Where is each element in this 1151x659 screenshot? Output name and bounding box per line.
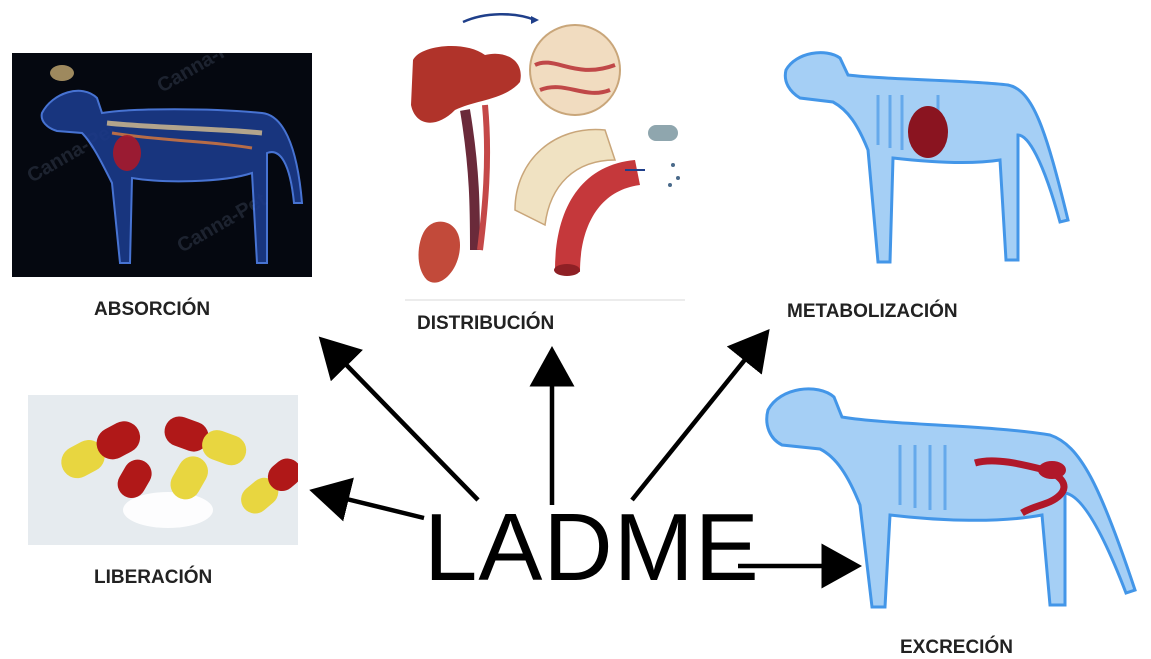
arrow-to-liberation	[318, 492, 424, 518]
arrow-to-metabolism	[632, 336, 764, 500]
arrow-to-absorption	[325, 343, 478, 500]
ladme-title: LADME	[424, 500, 760, 596]
